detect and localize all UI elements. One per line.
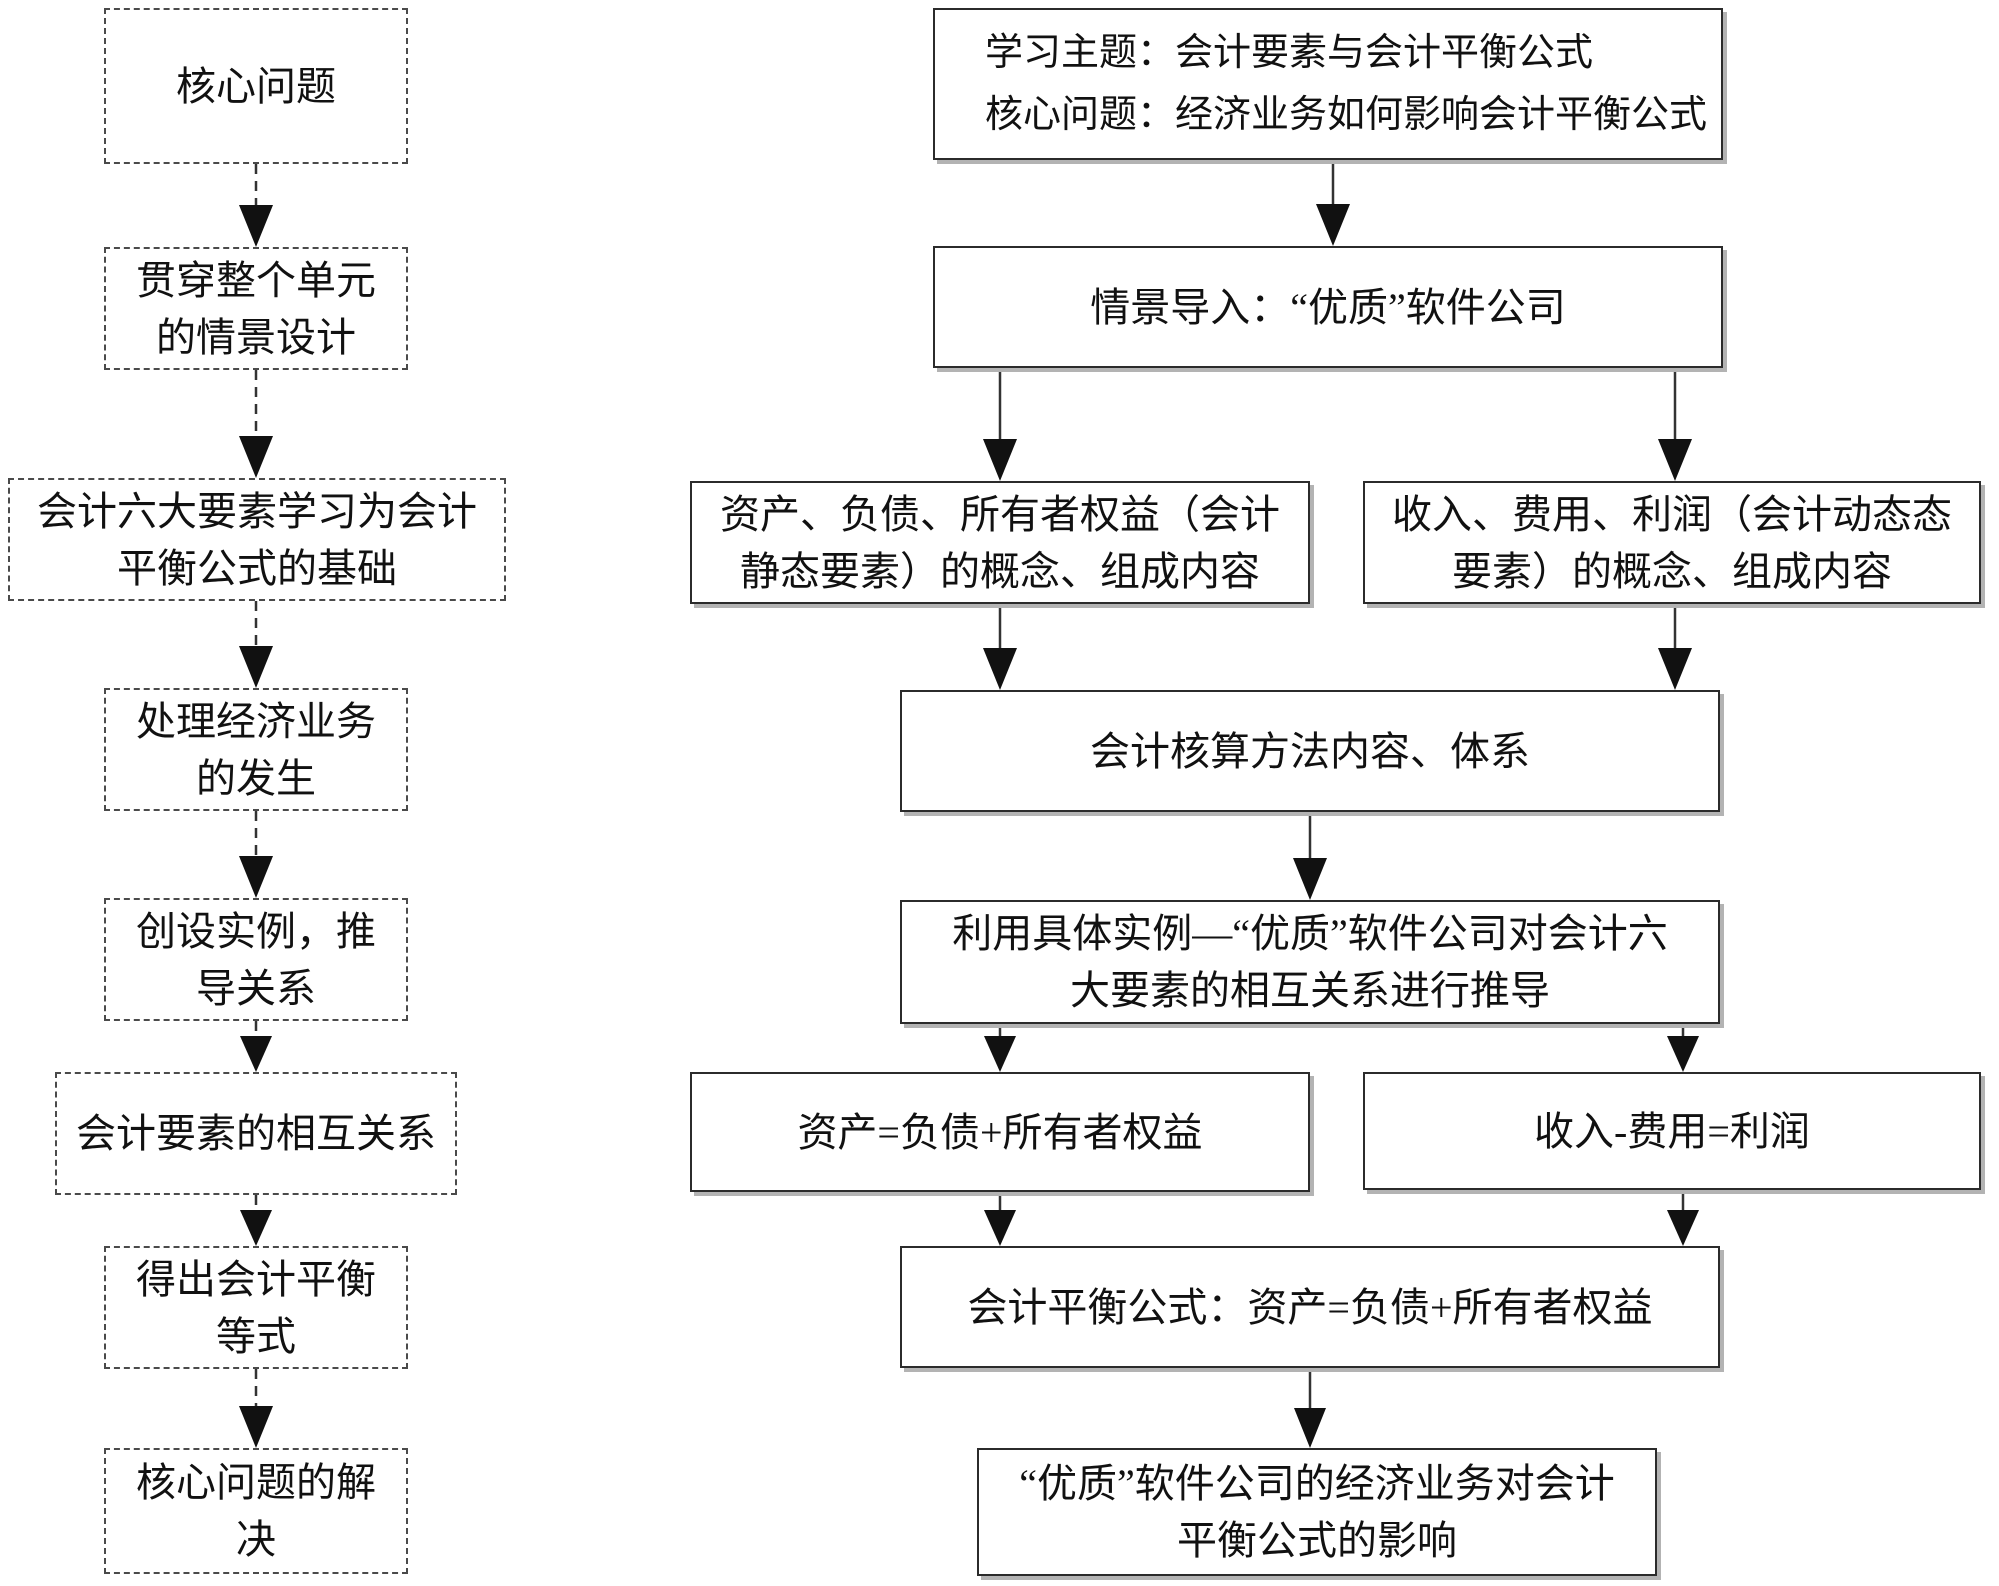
box-core-question-solved: 核心问题的解 决 bbox=[104, 1448, 408, 1574]
box-label: 处理经济业务 的发生 bbox=[136, 698, 376, 801]
box-label: 学习主题：会计要素与会计平衡公式 核心问题：经济业务如何影响会计平衡公式 bbox=[985, 32, 1708, 136]
box-label: 核心问题 bbox=[176, 63, 336, 109]
box-topic-and-question: 学习主题：会计要素与会计平衡公式 核心问题：经济业务如何影响会计平衡公式 bbox=[933, 8, 1723, 160]
box-label: 会计六大要素学习为会计 平衡公式的基础 bbox=[37, 488, 477, 591]
box-element-relations: 会计要素的相互关系 bbox=[55, 1072, 457, 1195]
box-label: 会计核算方法内容、体系 bbox=[1090, 728, 1530, 774]
box-derive-equation: 得出会计平衡 等式 bbox=[104, 1246, 408, 1369]
box-label: 会计平衡公式：资产=负债+所有者权益 bbox=[967, 1284, 1653, 1330]
box-core-question: 核心问题 bbox=[104, 8, 408, 164]
box-business-impact: “优质”软件公司的经济业务对会计 平衡公式的影响 bbox=[977, 1448, 1657, 1576]
box-handle-business: 处理经济业务 的发生 bbox=[104, 688, 408, 811]
box-label: 资产、负债、所有者权益（会计 静态要素）的概念、组成内容 bbox=[720, 491, 1280, 594]
box-label: 收入、费用、利润（会计动态态 要素）的概念、组成内容 bbox=[1392, 491, 1952, 594]
box-asset-equation: 资产=负债+所有者权益 bbox=[690, 1072, 1310, 1192]
box-label: 会计要素的相互关系 bbox=[76, 1111, 436, 1156]
box-label: 贯穿整个单元 的情景设计 bbox=[136, 257, 376, 360]
box-static-elements: 资产、负债、所有者权益（会计 静态要素）的概念、组成内容 bbox=[690, 481, 1310, 604]
box-label: 得出会计平衡 等式 bbox=[136, 1256, 376, 1359]
box-label: 利用具体实例—“优质”软件公司对会计六 大要素的相互关系进行推导 bbox=[952, 911, 1668, 1013]
box-label: 资产=负债+所有者权益 bbox=[797, 1109, 1203, 1155]
box-scenario-design: 贯穿整个单元 的情景设计 bbox=[104, 247, 408, 370]
box-label: “优质”软件公司的经济业务对会计 平衡公式的影响 bbox=[1019, 1461, 1615, 1563]
box-label: 创设实例，推 导关系 bbox=[136, 908, 376, 1011]
box-label: 收入-费用=利润 bbox=[1534, 1108, 1810, 1154]
box-label: 情景导入：“优质”软件公司 bbox=[1090, 284, 1566, 330]
box-derive-relations: 利用具体实例—“优质”软件公司对会计六 大要素的相互关系进行推导 bbox=[900, 900, 1720, 1024]
box-dynamic-elements: 收入、费用、利润（会计动态态 要素）的概念、组成内容 bbox=[1363, 481, 1981, 604]
box-accounting-methods: 会计核算方法内容、体系 bbox=[900, 690, 1720, 812]
box-scenario-intro: 情景导入：“优质”软件公司 bbox=[933, 246, 1723, 368]
box-balance-formula: 会计平衡公式：资产=负债+所有者权益 bbox=[900, 1246, 1720, 1368]
box-six-elements-basis: 会计六大要素学习为会计 平衡公式的基础 bbox=[8, 478, 506, 601]
box-profit-equation: 收入-费用=利润 bbox=[1363, 1072, 1981, 1190]
box-create-examples: 创设实例，推 导关系 bbox=[104, 898, 408, 1021]
box-label: 核心问题的解 决 bbox=[136, 1460, 376, 1562]
